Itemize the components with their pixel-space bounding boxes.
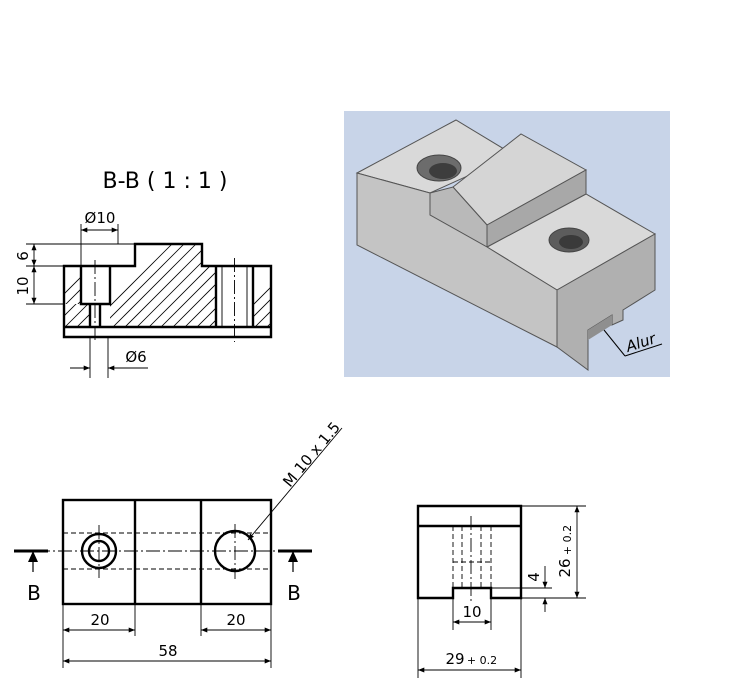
dim-top-left: 20: [90, 611, 109, 629]
dim-10: 10: [14, 276, 32, 295]
dim-width-tol: + 0.2: [467, 654, 497, 667]
cut-label-right: B: [287, 581, 301, 605]
section-outline: [62, 242, 273, 339]
section-view-bb: B-B ( 1 : 1 ): [14, 169, 273, 378]
dim-6: 6: [14, 251, 32, 261]
thread-label: M 10 x 1.5: [279, 418, 344, 490]
dim-slot-width: 10: [462, 603, 481, 621]
section-hatching: [64, 244, 271, 327]
dim-top-right: 20: [226, 611, 245, 629]
dim-height: 26: [556, 558, 574, 577]
side-view-outline: [416, 504, 523, 600]
dim-top-total: 58: [158, 642, 177, 660]
top-view: B B M 10 x 1.5 20 20 58: [14, 418, 344, 668]
dim-height-tol: + 0.2: [561, 525, 574, 555]
dim-width: 29: [445, 650, 464, 668]
section-title: B-B ( 1 : 1 ): [103, 169, 228, 194]
dim-hole-top: Ø10: [85, 209, 116, 227]
top-view-outline: [61, 498, 273, 606]
iso-front-face: [356, 172, 558, 348]
isometric-view: Alur: [344, 111, 670, 377]
counterbore-outline: [79, 266, 112, 306]
cut-label-left: B: [27, 581, 41, 605]
dim-slot-depth: 4: [525, 572, 543, 582]
dim-hole-bottom: Ø6: [125, 348, 146, 366]
side-view: 10 29 + 0.2 26 + 0.2 4: [416, 504, 586, 678]
